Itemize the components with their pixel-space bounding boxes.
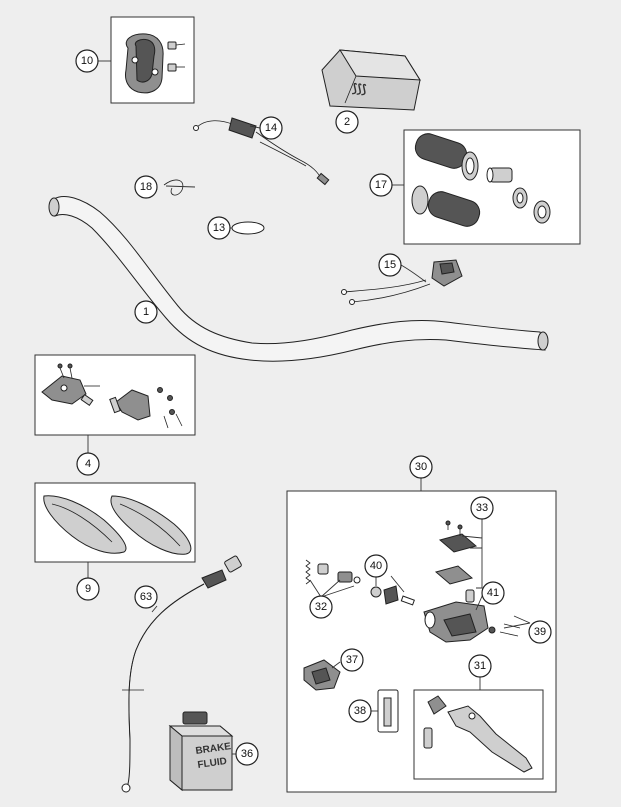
cable-tie-part-18 xyxy=(163,179,184,196)
brake-fluid-bottle-part-36: BRAKE FLUID xyxy=(168,711,234,792)
callout-31: 31 xyxy=(468,654,492,678)
handlebar-pad-part-2: ⟆⟆⟆ xyxy=(321,49,421,111)
reservoir-cover-part-33 xyxy=(434,520,478,585)
bolt-upper xyxy=(167,41,186,50)
callout-41-label: 41 xyxy=(487,587,499,599)
bottle-label-line1: BRAKE xyxy=(195,741,232,757)
callout-39: 39 xyxy=(528,620,552,644)
callout-10: 10 xyxy=(75,49,99,73)
callout-63: 63 xyxy=(134,585,158,609)
brake-lever-part-31 xyxy=(423,695,533,773)
callout-41: 41 xyxy=(481,581,505,605)
callout-63-label: 63 xyxy=(140,591,152,603)
callout-17: 17 xyxy=(369,173,393,197)
callout-38-label: 38 xyxy=(354,705,366,717)
callout-15: 15 xyxy=(378,253,402,277)
switch-part-15 xyxy=(341,259,463,305)
adjuster-part-38 xyxy=(377,689,399,733)
callout-38: 38 xyxy=(348,699,372,723)
callout-40-label: 40 xyxy=(370,560,382,572)
callout-30: 30 xyxy=(409,455,433,479)
brake-line-part-63 xyxy=(121,555,242,793)
callout-13-label: 13 xyxy=(213,222,225,234)
callout-4-label: 4 xyxy=(85,458,91,470)
callout-31-label: 31 xyxy=(474,660,486,672)
bolt-part-41 xyxy=(488,626,496,634)
callout-33: 33 xyxy=(470,496,494,520)
clamp-part-10 xyxy=(125,33,186,94)
master-cylinder-body xyxy=(423,589,489,643)
master-cylinder-part-30 xyxy=(303,520,533,773)
grips-part-17 xyxy=(411,133,551,227)
callout-2-label: 2 xyxy=(344,116,350,128)
grip-right xyxy=(414,133,479,181)
callout-30-label: 30 xyxy=(415,461,427,473)
callout-14: 14 xyxy=(259,116,283,140)
mounting-kit-part-4 xyxy=(41,363,183,429)
callout-36-label: 36 xyxy=(241,748,253,760)
o-ring-part-13 xyxy=(231,221,265,235)
throttle-cable-part-14 xyxy=(193,117,330,186)
bolt-part-39 xyxy=(499,623,521,637)
callout-2: 2 xyxy=(335,110,359,134)
callout-37: 37 xyxy=(340,648,364,672)
bolt-lower xyxy=(167,63,185,72)
callout-39-label: 39 xyxy=(534,626,546,638)
callout-13: 13 xyxy=(207,216,231,240)
grip-left xyxy=(411,185,481,227)
hand-guards-part-9 xyxy=(43,495,192,555)
callout-32: 32 xyxy=(309,595,333,619)
callout-18: 18 xyxy=(134,175,158,199)
piston-part-32 xyxy=(305,559,361,585)
callout-18-label: 18 xyxy=(140,181,152,193)
leader-lines xyxy=(87,60,531,755)
callout-15-label: 15 xyxy=(384,259,396,271)
callout-4: 4 xyxy=(76,452,100,476)
callout-33-label: 33 xyxy=(476,502,488,514)
callout-37-label: 37 xyxy=(346,654,358,666)
callout-1-label: 1 xyxy=(143,306,149,318)
callout-32-label: 32 xyxy=(315,601,327,613)
callout-9-label: 9 xyxy=(85,583,91,595)
callout-10-label: 10 xyxy=(81,55,93,67)
callout-1: 1 xyxy=(134,300,158,324)
handlebar-part-1 xyxy=(48,196,549,362)
callout-36: 36 xyxy=(235,742,259,766)
callout-14-label: 14 xyxy=(265,122,277,134)
throttle-tube xyxy=(486,167,513,183)
callout-17-label: 17 xyxy=(375,179,387,191)
pad-logo-text: ⟆⟆⟆ xyxy=(352,81,368,96)
callout-9: 9 xyxy=(76,577,100,601)
bottle-label-line2: FLUID xyxy=(197,756,228,771)
boot-part-40 xyxy=(370,585,415,606)
callout-40: 40 xyxy=(364,554,388,578)
